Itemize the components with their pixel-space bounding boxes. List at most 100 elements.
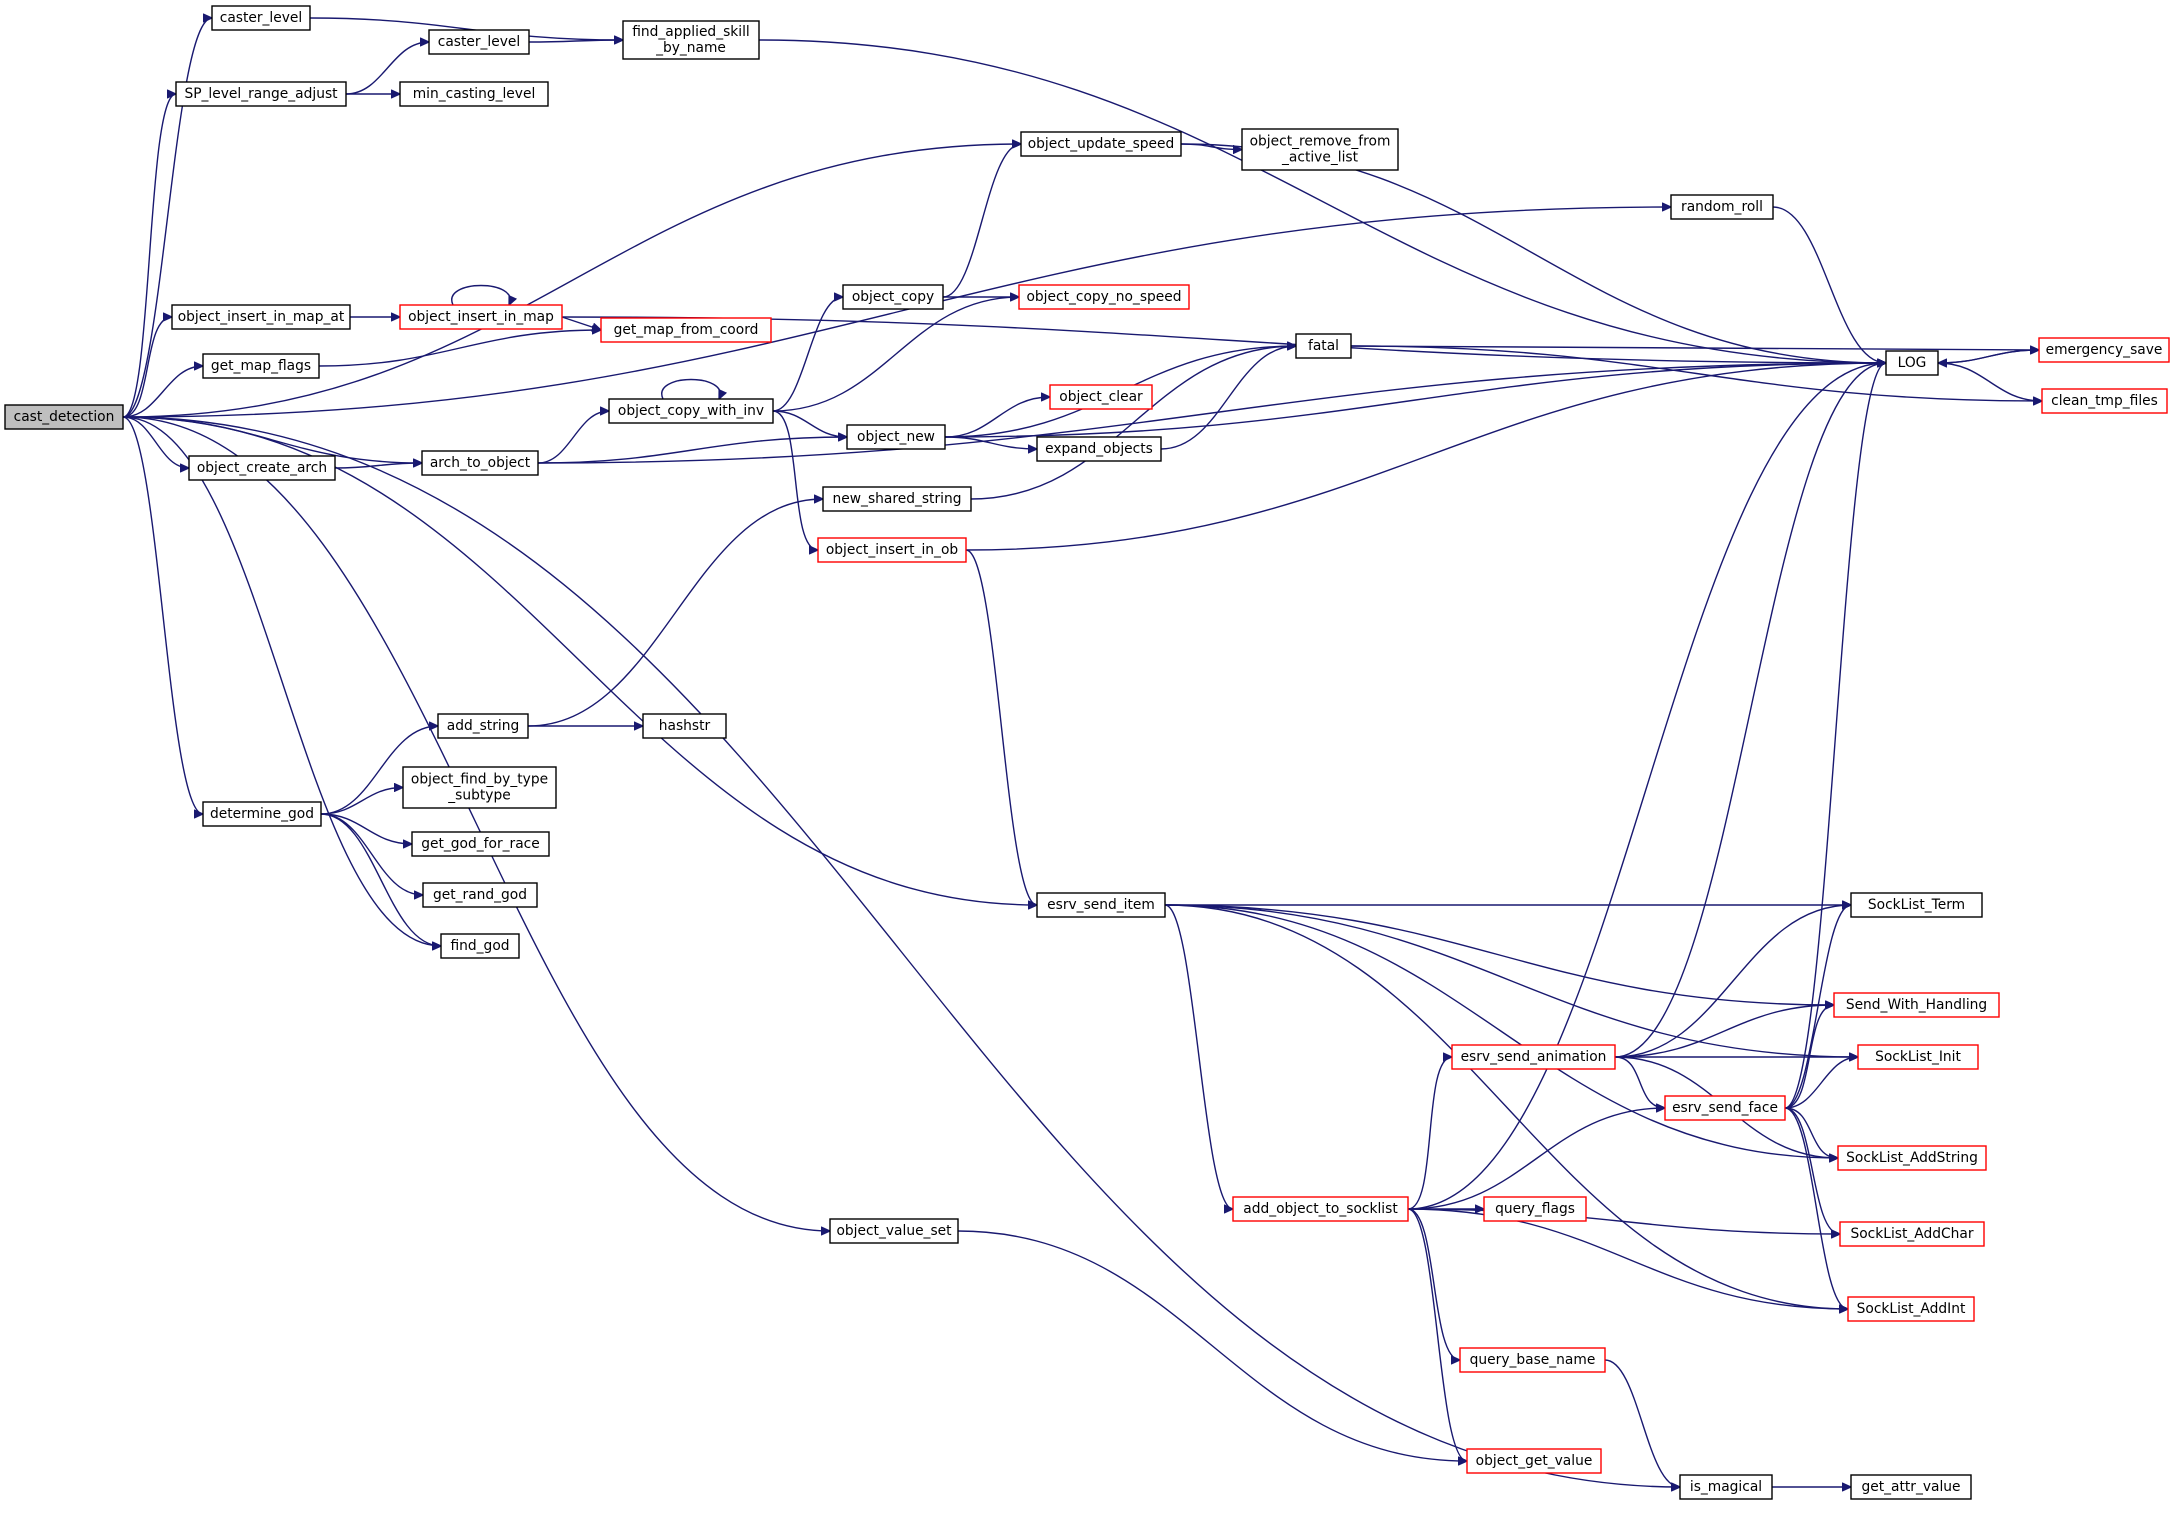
edge-add_object_to_socklist-to-object_get_value	[1407, 1208, 1467, 1461]
node-object_copy[interactable]: object_copy	[842, 284, 944, 310]
edge-fatal-to-emergency_save	[1350, 345, 2039, 350]
node-esrv_send_item[interactable]: esrv_send_item	[1036, 892, 1166, 918]
node-box	[1664, 1095, 1786, 1121]
node-box	[428, 29, 530, 55]
node-object_get_value[interactable]: object_get_value	[1466, 1448, 1602, 1474]
node-query_base_name[interactable]: query_base_name	[1459, 1347, 1606, 1373]
node-object_remove_from_active_list[interactable]: object_remove_from_active_list	[1241, 128, 1399, 171]
node-SockList_AddInt[interactable]: SockList_AddInt	[1847, 1296, 1975, 1322]
node-get_map_from_coord[interactable]: get_map_from_coord	[600, 317, 772, 343]
edge-arch_to_object-to-LOG	[537, 363, 1886, 464]
node-object_copy_with_inv[interactable]: object_copy_with_inv	[608, 398, 774, 424]
node-label: object_insert_in_ob	[826, 542, 958, 558]
node-object_insert_in_map_at[interactable]: object_insert_in_map_at	[171, 304, 351, 330]
edge-object_copy_with_inv-to-object_insert_in_ob	[772, 410, 818, 550]
node-label: esrv_send_item	[1047, 897, 1155, 913]
edge-arch_to_object-to-object_copy_with_inv	[537, 411, 609, 464]
edge-esrv_send_face-to-LOG	[1784, 363, 1886, 1109]
node-box	[817, 537, 967, 563]
node-box	[642, 713, 727, 739]
edge-determine_god-to-find_god	[320, 813, 441, 946]
node-fatal[interactable]: fatal	[1295, 333, 1352, 359]
node-Send_With_Handling[interactable]: Send_With_Handling	[1833, 992, 2000, 1018]
node-add_string[interactable]: add_string	[437, 713, 529, 739]
node-label: object_get_value	[1476, 1453, 1593, 1469]
node-add_object_to_socklist[interactable]: add_object_to_socklist	[1232, 1196, 1409, 1222]
node-new_shared_string[interactable]: new_shared_string	[822, 486, 972, 512]
node-label: _subtype	[447, 788, 510, 804]
node-cast_detection[interactable]: cast_detection	[4, 404, 124, 430]
node-SockList_AddString[interactable]: SockList_AddString	[1837, 1145, 1987, 1171]
edge-fatal-to-clean_tmp_files	[1350, 345, 2042, 401]
node-box	[399, 81, 549, 107]
node-label: cast_detection	[14, 409, 115, 425]
node-clean_tmp_files[interactable]: clean_tmp_files	[2041, 388, 2168, 414]
node-get_rand_god[interactable]: get_rand_god	[422, 882, 538, 908]
node-object_create_arch[interactable]: object_create_arch	[188, 455, 336, 481]
node-arch_to_object[interactable]: arch_to_object	[421, 450, 539, 476]
node-box	[1837, 1145, 1987, 1171]
node-object_new[interactable]: object_new	[846, 424, 946, 450]
edge-cast_detection-to-random_roll	[122, 207, 1671, 418]
node-get_god_for_race[interactable]: get_god_for_race	[411, 831, 550, 857]
node-expand_objects[interactable]: expand_objects	[1036, 436, 1162, 462]
node-label: get_map_from_coord	[614, 322, 759, 338]
node-SP_level_range_adjust[interactable]: SP_level_range_adjust	[175, 81, 347, 107]
node-label: arch_to_object	[430, 455, 531, 471]
node-SockList_Init[interactable]: SockList_Init	[1857, 1044, 1979, 1070]
node-caster_level_2[interactable]: caster_level	[428, 29, 530, 55]
node-label: get_rand_god	[433, 887, 527, 903]
node-find_applied_skill_by_name[interactable]: find_applied_skill_by_name	[622, 20, 760, 60]
node-object_value_set[interactable]: object_value_set	[829, 1218, 959, 1244]
edge-esrv_send_face-to-SockList_AddInt	[1784, 1107, 1848, 1309]
node-random_roll[interactable]: random_roll	[1670, 194, 1774, 220]
node-label: hashstr	[659, 718, 711, 734]
node-SockList_AddChar[interactable]: SockList_AddChar	[1839, 1221, 1985, 1247]
node-box	[1232, 1196, 1409, 1222]
edge-cast_detection-to-SP_level_range_adjust	[122, 94, 176, 418]
node-box	[1241, 128, 1399, 171]
node-label: object_remove_from	[1250, 134, 1391, 150]
node-box	[1850, 892, 1983, 918]
node-label: find_applied_skill	[632, 24, 750, 40]
edge-expand_objects-to-fatal	[1160, 346, 1296, 450]
edge-object_copy_with_inv-to-object_copy_with_inv	[661, 378, 720, 400]
node-box	[1018, 284, 1190, 310]
node-label: object_clear	[1059, 389, 1143, 405]
node-label: emergency_save	[2046, 342, 2163, 358]
node-label: get_god_for_race	[421, 836, 539, 852]
node-object_clear[interactable]: object_clear	[1049, 384, 1153, 410]
node-get_map_flags[interactable]: get_map_flags	[202, 353, 320, 379]
node-LOG[interactable]: LOG	[1885, 350, 1939, 376]
node-label: add_string	[447, 718, 519, 734]
edge-add_object_to_socklist-to-esrv_send_face	[1407, 1108, 1665, 1210]
node-object_insert_in_ob[interactable]: object_insert_in_ob	[817, 537, 967, 563]
node-box	[188, 455, 336, 481]
node-box	[2038, 337, 2170, 363]
node-emergency_save[interactable]: emergency_save	[2038, 337, 2170, 363]
node-SockList_Term[interactable]: SockList_Term	[1850, 892, 1983, 918]
node-esrv_send_face[interactable]: esrv_send_face	[1664, 1095, 1786, 1121]
edge-SP_level_range_adjust-to-caster_level_2	[345, 42, 429, 95]
node-find_god[interactable]: find_god	[440, 933, 520, 959]
node-box	[1679, 1474, 1773, 1500]
node-query_flags[interactable]: query_flags	[1483, 1196, 1587, 1222]
node-caster_level_1[interactable]: caster_level	[211, 5, 311, 31]
edge-LOG-to-emergency_save	[1937, 350, 2039, 364]
node-determine_god[interactable]: determine_god	[202, 801, 322, 827]
node-object_update_speed[interactable]: object_update_speed	[1020, 131, 1182, 157]
node-object_find_by_type_subtype[interactable]: object_find_by_type_subtype	[402, 766, 557, 809]
node-object_insert_in_map[interactable]: object_insert_in_map	[399, 304, 563, 330]
node-box	[608, 398, 774, 424]
node-min_casting_level[interactable]: min_casting_level	[399, 81, 549, 107]
node-is_magical[interactable]: is_magical	[1679, 1474, 1773, 1500]
node-label: min_casting_level	[413, 86, 536, 102]
node-object_copy_no_speed[interactable]: object_copy_no_speed	[1018, 284, 1190, 310]
node-esrv_send_animation[interactable]: esrv_send_animation	[1451, 1044, 1616, 1070]
node-hashstr[interactable]: hashstr	[642, 713, 727, 739]
edge-esrv_send_animation-to-SockList_Term	[1614, 905, 1851, 1058]
edge-object_copy_with_inv-to-object_new	[772, 410, 847, 437]
node-box	[175, 81, 347, 107]
node-label: object_new	[857, 429, 935, 445]
node-get_attr_value[interactable]: get_attr_value	[1850, 1474, 1972, 1500]
